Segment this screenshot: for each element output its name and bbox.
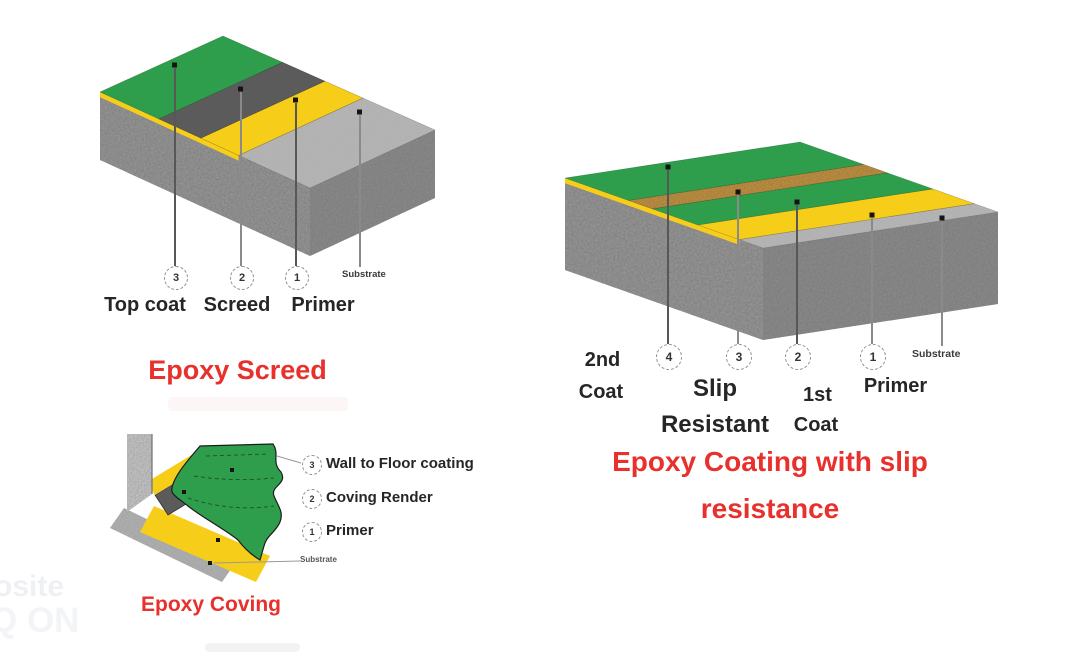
callout-number: 1 — [293, 272, 301, 284]
substrate-front-face — [100, 92, 310, 256]
leader-line-primer — [295, 103, 297, 266]
callout-number: 3 — [735, 350, 743, 364]
callout-circle-primer: 1 — [285, 266, 309, 290]
wall-to-floor-coating-layer — [171, 443, 284, 561]
slip-title-line1: Epoxy Coating with slip — [612, 446, 928, 477]
layer-label-primer: Primer — [291, 294, 355, 316]
layer-label-screed: Screed — [203, 294, 271, 316]
screed-title: Epoxy Screed — [148, 355, 327, 385]
callout-number: 2 — [309, 494, 315, 504]
label-primer: Primer — [863, 375, 928, 397]
leader-line-screed — [240, 92, 242, 266]
callout-number: 2 — [794, 350, 802, 364]
primer-edge-strip — [100, 92, 239, 161]
callout-circle-1: 1 — [860, 344, 886, 370]
leader-line-top-coat — [174, 68, 176, 266]
callout-number: 1 — [869, 350, 877, 364]
marker-dots — [665, 164, 945, 221]
label-slip: Slip — [692, 375, 737, 402]
label-2nd: 2nd — [584, 349, 621, 371]
substrate-side-face — [763, 212, 998, 340]
callout-number: 3 — [172, 272, 180, 284]
callout-circle-top-coat: 3 — [164, 266, 188, 290]
callout-circle-coving-primer: 1 — [302, 522, 322, 542]
coving-floor-primer — [140, 506, 270, 582]
callout-circle-coving-render: 2 — [302, 489, 322, 509]
leader-line-primer — [871, 218, 873, 344]
substrate-label: Substrate — [300, 555, 337, 564]
callout-number: 4 — [665, 350, 673, 364]
callout-circle-screed: 2 — [230, 266, 254, 290]
callout-circle-2: 2 — [785, 344, 811, 370]
leader-line-slip — [737, 195, 739, 344]
coving-title: Epoxy Coving — [140, 593, 282, 616]
layer-label-top-coat: Top coat — [104, 294, 186, 316]
coving-illustration — [110, 434, 302, 582]
callout-number: 3 — [309, 460, 315, 470]
substrate-side-face — [310, 130, 435, 256]
coating-connector-line — [276, 455, 302, 464]
label-2nd-coat: Coat — [578, 381, 624, 403]
callout-circle-4: 4 — [656, 344, 682, 370]
slip-slab-illustration — [564, 141, 999, 340]
substrate-leader-line — [213, 560, 301, 564]
top-coat-layer — [99, 35, 284, 120]
slip-resistant-layer — [628, 164, 888, 210]
wall-section — [127, 434, 153, 512]
label-wall-to-floor-coating: Wall to Floor coating — [326, 455, 474, 472]
substrate-label: Substrate — [342, 269, 386, 280]
leader-line-1st-coat — [796, 205, 798, 344]
substrate-label: Substrate — [912, 348, 961, 360]
label-1st: 1st — [803, 384, 832, 406]
primer-layer — [697, 188, 975, 240]
callout-number: 1 — [309, 527, 315, 537]
leader-line-substrate — [941, 221, 943, 346]
screed-slab-illustration — [99, 35, 436, 256]
label-coving-primer: Primer — [326, 522, 374, 539]
primer-edge-strip — [565, 178, 740, 245]
callout-circle-3: 3 — [726, 344, 752, 370]
label-1st-coat: Coat — [793, 414, 839, 436]
ghost-artifact — [205, 643, 300, 652]
label-slip-resistant: Resistant — [660, 411, 770, 438]
substrate-front-face — [565, 178, 763, 340]
callout-number: 2 — [238, 272, 246, 284]
ghost-text-artifact — [168, 397, 348, 411]
label-coving-render: Coving Render — [326, 489, 433, 506]
coating-hatch-lines — [187, 453, 275, 509]
leader-line-2nd-coat — [667, 170, 669, 344]
watermark-text-line1: osite — [0, 570, 65, 603]
substrate-top-texture — [739, 203, 998, 248]
leader-line-substrate — [359, 115, 361, 267]
marker-dots — [172, 62, 362, 115]
marker-dots — [182, 468, 234, 565]
second-coat-layer — [564, 141, 864, 201]
callout-circle-wall-coating: 3 — [302, 455, 322, 475]
substrate-top-texture — [238, 98, 435, 188]
watermark-text-line2: Q ON — [0, 601, 80, 640]
slip-title-line2: resistance — [700, 493, 840, 524]
